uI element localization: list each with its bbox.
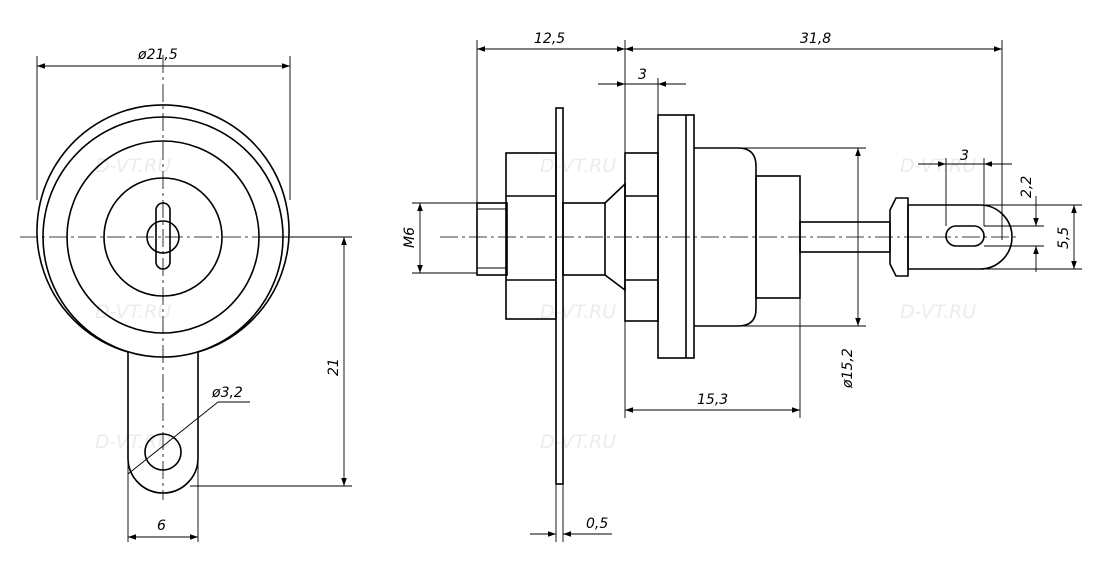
terminal-hole-label: 2,2 (1019, 176, 1035, 198)
flange-diameter-label: ø21,5 (137, 47, 178, 63)
watermarks: D-VT.RU D-VT.RU D-VT.RU D-VT.RU D-VT.RU … (95, 155, 976, 453)
hex-body-circle (66, 140, 260, 334)
mounting-plate (555, 107, 564, 485)
watermark: D-VT.RU (540, 155, 616, 177)
hole-leader (127, 401, 219, 475)
thread-length-label: 12,5 (534, 31, 565, 47)
lug-height-label: 21 (326, 358, 342, 376)
terminal-stem-circle (146, 220, 180, 254)
overall-length-label: 31,8 (800, 31, 831, 47)
side-view-dimensions: 12,5 31,8 3 M6 15,3 ø15,2 0,5 (402, 31, 1082, 542)
mounting-hole (144, 433, 182, 471)
mounting-nut (505, 152, 557, 320)
body-length-label: 15,3 (697, 392, 728, 408)
front-view: ø3,2 ø21,5 21 6 (20, 47, 352, 542)
watermark: D-VT.RU (900, 301, 976, 323)
terminal-slot (945, 225, 985, 247)
washer-step-label: 3 (638, 67, 647, 83)
watermark: D-VT.RU (540, 431, 616, 453)
side-view (440, 107, 1020, 485)
terminal-collar (889, 197, 909, 277)
flange-outline (36, 104, 290, 494)
washer-flange (657, 114, 695, 359)
watermark: D-VT.RU (95, 155, 171, 177)
threaded-stud (476, 202, 508, 276)
body-diameter-label: ø15,2 (840, 348, 856, 389)
thread-label: M6 (402, 227, 418, 248)
terminal-slot-label: 3 (960, 148, 969, 164)
hole-diameter-label: ø3,2 (211, 385, 243, 401)
terminal-width-label: 5,5 (1056, 227, 1072, 249)
terminal-blade (155, 202, 171, 270)
terminal-tab (907, 204, 1013, 270)
plate-thickness-label: 0,5 (586, 516, 608, 532)
watermark: D-VT.RU (540, 301, 616, 323)
terminal-base-circle (103, 177, 223, 297)
lug-width-label: 6 (157, 518, 166, 534)
watermark: D-VT.RU (95, 431, 171, 453)
watermark: D-VT.RU (95, 301, 171, 323)
neck (562, 202, 606, 276)
